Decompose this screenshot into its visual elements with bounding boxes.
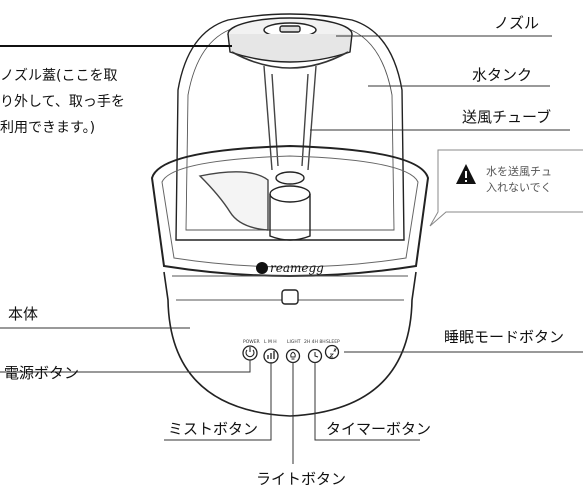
label-light-button: ライトボタン (256, 470, 346, 488)
bulb-icon (290, 351, 296, 360)
control-panel (242, 344, 340, 364)
label-nozzle-lid-3: 利用できます。) (0, 120, 95, 136)
label-air-tube: 送風チューブ (462, 108, 551, 126)
panel-light-text: LIGHT (287, 339, 301, 345)
clock-icon (314, 352, 319, 358)
mist-bars-icon (267, 351, 275, 359)
brand-text: reamegg (270, 261, 324, 275)
nozzle-cap-rim (227, 33, 353, 63)
label-nozzle: ノズル (494, 14, 539, 32)
humidifier-illustration (150, 13, 430, 417)
basin-ramp (198, 171, 269, 231)
brand-logo: reamegg (256, 261, 324, 275)
label-nozzle-lid-2: り外して、取っ手を (0, 94, 125, 110)
label-timer-button: タイマーボタン (326, 420, 431, 438)
panel-timer-text: 2H 4H 8H (304, 339, 326, 345)
label-sleep-button: 睡眠モードボタン (444, 328, 564, 346)
label-body: 本体 (8, 305, 38, 323)
panel-mist-text: L M H (264, 339, 277, 345)
light-button[interactable] (285, 348, 301, 364)
water-tank-shell (175, 13, 405, 241)
sleep-button[interactable] (324, 344, 340, 360)
warning-note: 水を送風チュ 入れないでく (456, 164, 552, 194)
label-nozzle-lid-1: ノズル蓋(ここを取 (0, 68, 117, 84)
air-tube (263, 65, 317, 171)
power-icon (245, 347, 255, 358)
mist-chamber (269, 185, 311, 203)
panel-power-text: POWER (243, 339, 260, 345)
label-water-tank: 水タンク (472, 66, 532, 84)
label-mist-button: ミストボタン (168, 420, 258, 438)
sleep-icon (329, 348, 337, 358)
label-power-button: 電源ボタン (4, 364, 79, 382)
base-body (163, 271, 417, 417)
panel-sleep-text: SLEEP (326, 339, 340, 345)
warning-text-1: 水を送風チュ (486, 164, 552, 178)
leader-lines (0, 35, 583, 464)
warning-text-2: 入れないでく (486, 181, 552, 194)
